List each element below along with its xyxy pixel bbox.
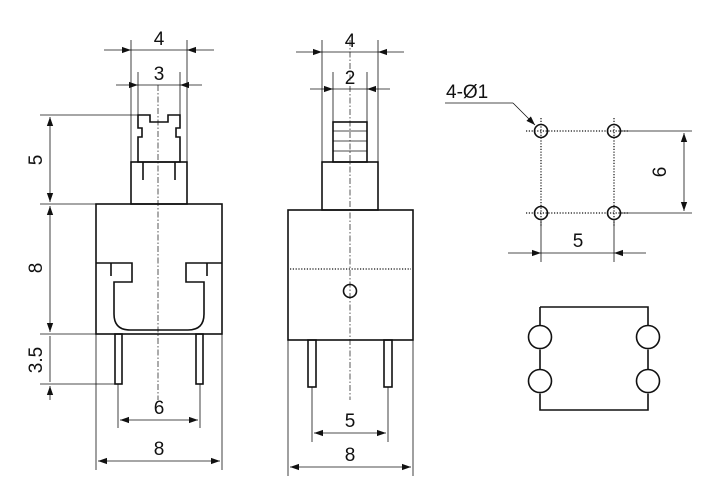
dim-pcb-vertical-spacing: 6 [650,167,671,178]
hole-spec-label: 4-Ø1 [446,82,488,103]
dim-front-overall-width: 8 [345,445,356,466]
dim-side-pin-spacing: 6 [154,398,165,419]
footprint-outline [539,306,649,411]
leader-arrow [512,102,536,126]
front-view: 4 2 5 8 [287,31,414,476]
side-plunger-tip [137,114,181,163]
side-pin-right [195,333,204,385]
dim-side-overall-width: 8 [154,439,165,460]
pad-footprint [527,306,661,411]
front-pin-right [383,339,393,388]
side-stem [130,161,188,205]
front-body [287,209,414,341]
side-body-inner [96,262,222,331]
pcb-hole [533,123,549,139]
side-pin-left [114,333,123,385]
dim-front-inner-width: 2 [345,68,356,89]
pcb-hole [606,205,622,221]
dim-front-top-width: 4 [345,31,356,52]
front-pin-left [307,339,317,388]
dim-side-body-height: 8 [26,263,47,274]
dim-side-top-width: 4 [154,29,165,50]
footprint-pad [527,368,553,394]
pcb-hole [606,123,622,139]
dim-side-stem-width: 3 [154,64,165,85]
dim-pcb-horizontal-spacing: 5 [573,231,584,252]
footprint-pad [635,324,661,350]
side-body [95,203,223,335]
dim-side-pin-length: 3.5 [26,347,47,373]
footprint-pad [635,368,661,394]
side-view: 4 3 5 8 3.5 6 8 [26,29,223,470]
dim-side-cap-height: 5 [26,155,47,166]
footprint-pad [527,324,553,350]
pcb-hole [533,205,549,221]
dim-front-pin-spacing: 5 [345,411,356,432]
front-led-hole [342,283,358,299]
pcb-hole-layout: 4-Ø1 6 5 [445,82,692,262]
